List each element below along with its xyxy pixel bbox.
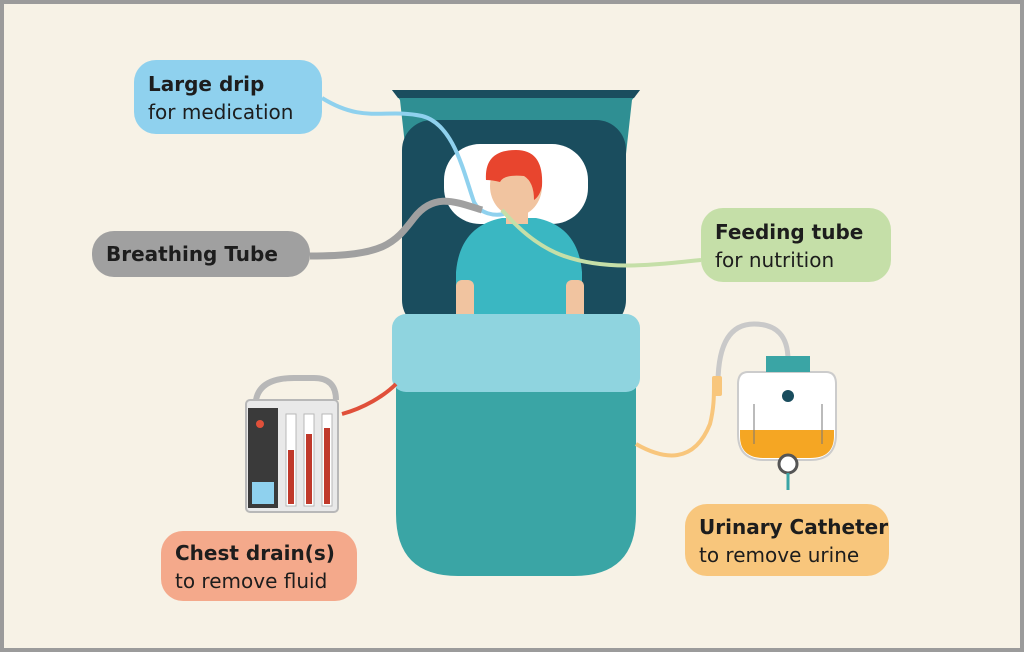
drip-callout-subtitle: for medication [148,100,294,124]
chest-drain-device-icon [245,375,339,513]
chest-callout-title: Chest drain(s) [175,541,335,565]
feeding-callout-title: Feeding tube [715,220,864,244]
blanket [392,314,640,392]
drip-line [320,96,505,217]
chest-callout-subtitle: to remove fluid [175,569,328,593]
chest-line [341,382,398,416]
breathing-line [309,197,484,260]
bed-headboard-top [392,90,640,98]
icu-illustration [245,90,837,576]
breathing-callout-title: Breathing Tube [106,242,278,266]
patient-hair [485,150,543,200]
patient-right-arm [566,280,584,320]
patient-left-arm [456,280,474,320]
chest-callout: Chest drain(s) to remove fluid [161,531,357,601]
urinary-line [635,383,716,458]
bed-body [396,334,636,576]
drip-callout-title: Large drip [148,72,265,96]
urinary-callout: Urinary Catheter to remove urine [685,504,889,576]
drip-callout: Large drip for medication [134,60,322,134]
diagram-canvas: Large drip for medication Breathing Tube… [4,4,1020,648]
urinary-callout-subtitle: to remove urine [699,543,860,567]
feeding-callout-subtitle: for nutrition [715,248,835,272]
patient-gown [456,218,582,334]
feeding-callout: Feeding tube for nutrition [701,208,891,282]
breathing-callout: Breathing Tube [92,231,310,277]
feeding-line [500,208,702,268]
urinary-callout-title: Urinary Catheter [699,515,889,539]
urine-bag-icon [712,321,837,490]
